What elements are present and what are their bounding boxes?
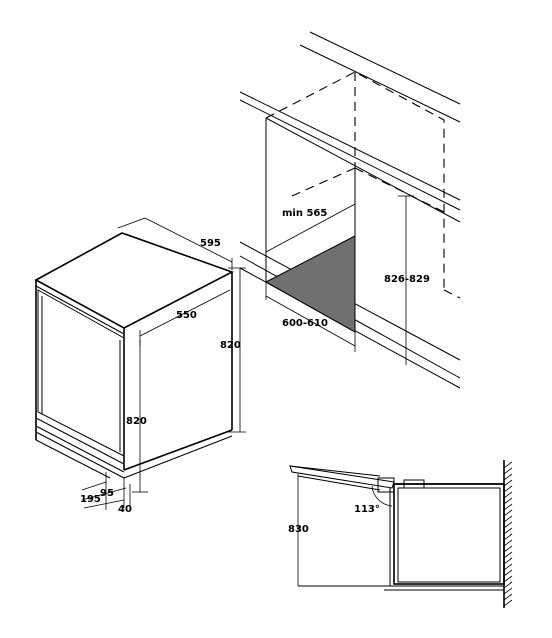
wall-hatch-line — [503, 503, 513, 511]
wall-hatch-line — [503, 575, 513, 583]
wall-hatch-line — [503, 569, 513, 577]
dim-height-820-right: 820 — [220, 340, 241, 351]
dim-plinth-95: 95 — [100, 488, 114, 499]
niche-isometric — [239, 31, 461, 389]
door-angle-113: 113° — [354, 504, 380, 515]
wall-hatch — [503, 461, 513, 607]
side-view: 113° 830 — [288, 460, 513, 608]
wall-hatch-line — [503, 593, 513, 601]
wall-hatch-line — [503, 599, 513, 607]
appliance-isometric — [34, 232, 235, 479]
wall-hatch-line — [503, 473, 513, 481]
dim-plinth-195: 195 — [80, 494, 101, 505]
wall-hatch-line — [503, 497, 513, 505]
open-door — [289, 465, 395, 489]
wall-hatch-line — [503, 581, 513, 589]
dim-side-height-830: 830 — [288, 524, 309, 535]
dim-width-595: 595 — [200, 238, 221, 249]
dim-niche-depth-600-610: 600-610 — [282, 318, 328, 329]
dim-niche-min-565: min 565 — [282, 208, 327, 219]
wall-hatch-line — [503, 527, 513, 535]
wall-hatch-line — [503, 461, 513, 469]
wall-hatch-line — [503, 551, 513, 559]
dim-niche-height-826-829: 826-829 — [384, 274, 430, 285]
niche-dimensions: min 565 600-610 826-829 — [265, 195, 430, 365]
wall-hatch-line — [503, 539, 513, 547]
wall-hatch-line — [503, 563, 513, 571]
wall-hatch-line — [503, 515, 513, 523]
dim-plinth-40: 40 — [118, 504, 132, 515]
wall-hatch-line — [503, 485, 513, 493]
wall-hatch-line — [503, 545, 513, 553]
wall-hatch-line — [503, 509, 513, 517]
appliance-door — [37, 289, 125, 457]
wall-hatch-line — [503, 557, 513, 565]
wall-hatch-line — [503, 587, 513, 595]
wall-hatch-line — [503, 479, 513, 487]
wall-hatch-line — [503, 491, 513, 499]
dim-height-820-front: 820 — [126, 416, 147, 427]
wall-hatch-line — [503, 533, 513, 541]
appliance-dimensions: 595 550 820 820 95 195 40 — [80, 217, 246, 515]
wall-hatch-line — [503, 467, 513, 475]
wall-hatch-line — [503, 521, 513, 529]
dim-depth-550: 550 — [176, 310, 197, 321]
appliance-side-body — [393, 483, 505, 585]
